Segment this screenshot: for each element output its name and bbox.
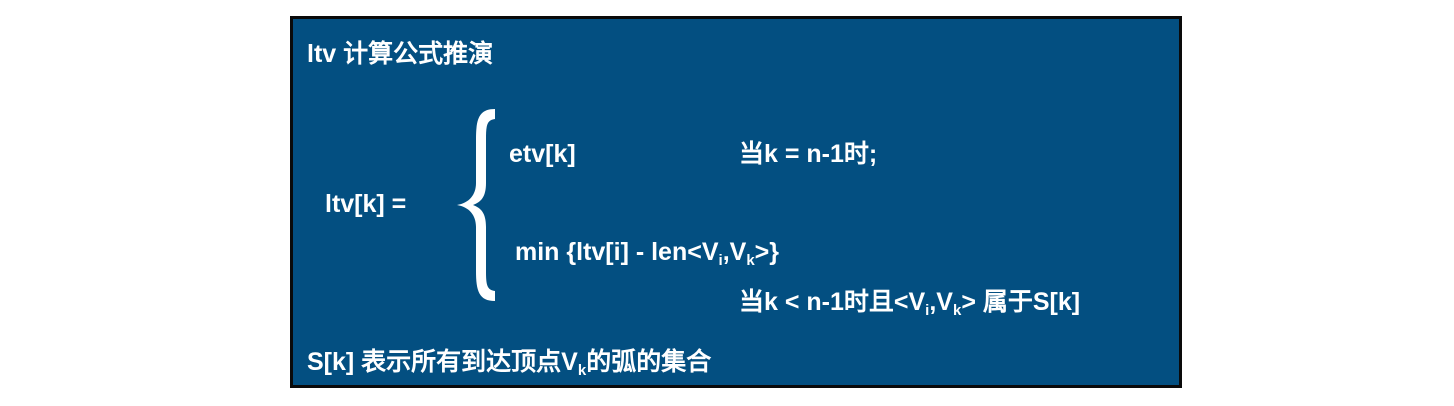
case2-expr-comma: ,V	[722, 238, 747, 266]
case1-condition: 当k = n-1时;	[739, 140, 878, 168]
subscript-k: k	[746, 252, 755, 269]
subscript-k: k	[577, 362, 587, 379]
subscript-i: i	[925, 302, 930, 319]
subscript-k: k	[952, 302, 962, 319]
case2-cond-suffix: > 属于S[k]	[961, 288, 1081, 316]
subscript-i: i	[718, 252, 723, 269]
case1-expression: etv[k]	[509, 140, 576, 168]
case2-cond-comma: ,V	[929, 288, 953, 316]
case2-condition: 当k < n-1时且<Vi,Vk> 属于S[k]	[739, 287, 1080, 321]
case2-expression: min {ltv[i] - len<Vi,Vk>}	[515, 237, 779, 271]
footnote-suffix: 的弧的集合	[586, 348, 712, 376]
case2-expr-suffix: >}	[754, 238, 779, 266]
case2-cond-prefix: 当k < n-1时且<V	[739, 288, 926, 316]
footnote-prefix: S[k] 表示所有到达顶点V	[307, 348, 578, 376]
left-brace-icon	[457, 109, 495, 301]
footnote: S[k] 表示所有到达顶点Vk的弧的集合	[307, 347, 711, 381]
panel-title: ltv 计算公式推演	[307, 40, 494, 68]
case2-expr-prefix: min {ltv[i] - len<V	[515, 238, 719, 266]
formula-lhs: ltv[k] =	[325, 190, 407, 218]
formula-panel: ltv 计算公式推演 ltv[k] = etv[k] 当k = n-1时; mi…	[290, 16, 1182, 388]
